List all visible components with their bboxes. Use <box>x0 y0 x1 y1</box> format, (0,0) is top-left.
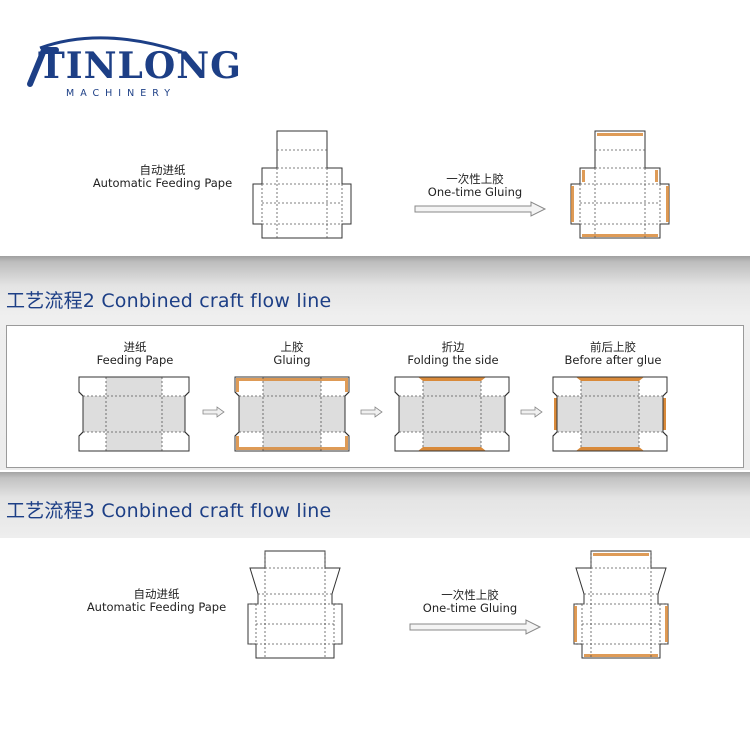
flow2-step2-en: Gluing <box>273 353 311 368</box>
flow2-box-before-after <box>552 376 668 452</box>
flow3-step1-label: 自动进纸 Automatic Feeding Pape <box>74 587 239 615</box>
flow2-box-feeding <box>78 376 190 452</box>
flow3-title: 工艺流程3 Conbined craft flow line <box>6 500 332 522</box>
flow1-box-blank <box>252 130 352 239</box>
flow1-step1-en: Automatic Feeding Pape <box>92 176 233 191</box>
flow1-arrow-icon <box>414 201 547 217</box>
flow2-step2-cn: 上胶 <box>280 340 304 354</box>
flow2-step4-cn: 前后上胶 <box>590 340 636 354</box>
flow3-step2-cn: 一次性上胶 <box>441 588 499 602</box>
flow3-box-blank <box>247 550 343 659</box>
logo-subtitle: MACHINERY <box>66 88 177 99</box>
flow3-step2-en: One-time Gluing <box>422 601 518 616</box>
flow3-box-glued <box>573 550 669 659</box>
flow2-box-gluing <box>234 376 350 452</box>
logo-wordmark: TINLONG <box>38 45 242 87</box>
flow2-step2-label: 上胶 Gluing <box>242 340 342 368</box>
flow3-step2-label: 一次性上胶 One-time Gluing <box>405 588 535 616</box>
flow3-header-band <box>0 472 750 538</box>
flow2-step3-en: Folding the side <box>407 353 499 368</box>
flow1-step2-label: 一次性上胶 One-time Gluing <box>410 172 540 200</box>
flow2-arrow2-icon <box>360 406 383 418</box>
logo-swoosh-icon <box>27 36 183 87</box>
flow2-step4-en: Before after glue <box>564 353 662 368</box>
flow1-step1-cn: 自动进纸 <box>139 163 186 177</box>
flow3-step1-en: Automatic Feeding Pape <box>86 600 227 615</box>
flow2-step1-cn: 进纸 <box>123 340 147 354</box>
flow2-title: 工艺流程2 Conbined craft flow line <box>6 290 332 312</box>
flow2-arrow1-icon <box>202 406 225 418</box>
flow3-arrow-icon <box>409 619 542 635</box>
flow2-step1-label: 进纸 Feeding Pape <box>80 340 190 368</box>
flow2-step3-cn: 折边 <box>441 340 465 354</box>
flow3-step1-cn: 自动进纸 <box>133 587 180 601</box>
flow2-arrow3-icon <box>520 406 543 418</box>
flow1-box-glued <box>570 130 670 239</box>
flow1-step1-label: 自动进纸 Automatic Feeding Pape <box>80 163 245 191</box>
company-logo: TINLONG MACHINERY <box>22 30 241 105</box>
flow1-step2-en: One-time Gluing <box>427 185 523 200</box>
flow2-step4-label: 前后上胶 Before after glue <box>553 340 673 368</box>
flow2-step3-label: 折边 Folding the side <box>395 340 511 368</box>
flow1-step2-cn: 一次性上胶 <box>446 172 504 186</box>
flow2-box-folding <box>394 376 510 452</box>
flow2-step1-en: Feeding Pape <box>96 353 174 368</box>
